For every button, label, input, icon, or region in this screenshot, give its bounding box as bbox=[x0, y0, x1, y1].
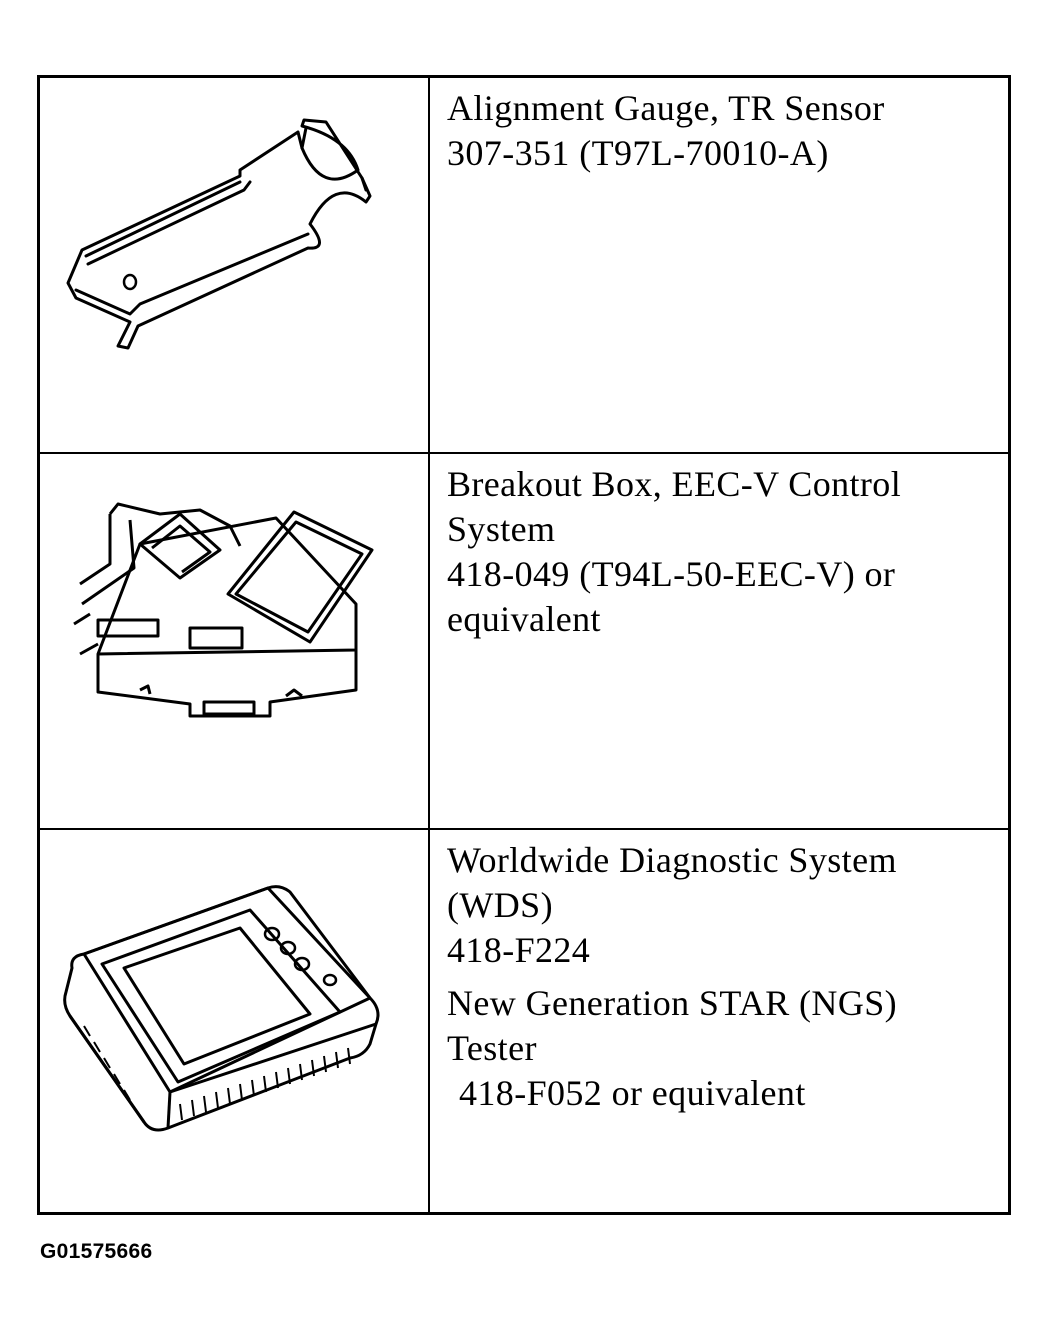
alt-tool-name-cont: Tester bbox=[447, 1028, 537, 1068]
breakout-box-icon bbox=[73, 502, 374, 718]
tool-part-number: 418-F224 bbox=[447, 930, 591, 970]
alt-tool-part-number: 418-F052 or equivalent bbox=[459, 1073, 806, 1113]
alignment-gauge-description: Alignment Gauge, TR Sensor 307-351 (T97L… bbox=[430, 78, 1008, 454]
tool-part-number: 307-351 (T97L-70010-A) bbox=[447, 133, 829, 173]
diagnostic-tester-image bbox=[40, 830, 430, 1212]
alt-tool-name: New Generation STAR (NGS) bbox=[447, 983, 898, 1023]
breakout-box-image bbox=[40, 454, 430, 830]
tool-name: Breakout Box, EEC-V Control bbox=[447, 464, 902, 504]
tool-part-number-cont: equivalent bbox=[447, 599, 601, 639]
alignment-gauge-image bbox=[40, 78, 430, 454]
special-tools-table: Alignment Gauge, TR Sensor 307-351 (T97L… bbox=[37, 75, 1011, 1215]
diagnostic-tester-icon bbox=[63, 885, 380, 1132]
tool-name: Worldwide Diagnostic System bbox=[447, 840, 897, 880]
tool-name: Alignment Gauge, TR Sensor bbox=[447, 88, 885, 128]
tool-name-cont: System bbox=[447, 509, 556, 549]
alignment-gauge-icon bbox=[66, 118, 372, 350]
figure-id: G01575666 bbox=[40, 1240, 153, 1263]
tool-part-number: 418-049 (T94L-50-EEC-V) or bbox=[447, 554, 896, 594]
diagnostic-tester-description: Worldwide Diagnostic System (WDS) 418-F2… bbox=[430, 830, 1008, 1212]
breakout-box-description: Breakout Box, EEC-V Control System 418-0… bbox=[430, 454, 1008, 830]
tool-name-cont: (WDS) bbox=[447, 885, 553, 925]
